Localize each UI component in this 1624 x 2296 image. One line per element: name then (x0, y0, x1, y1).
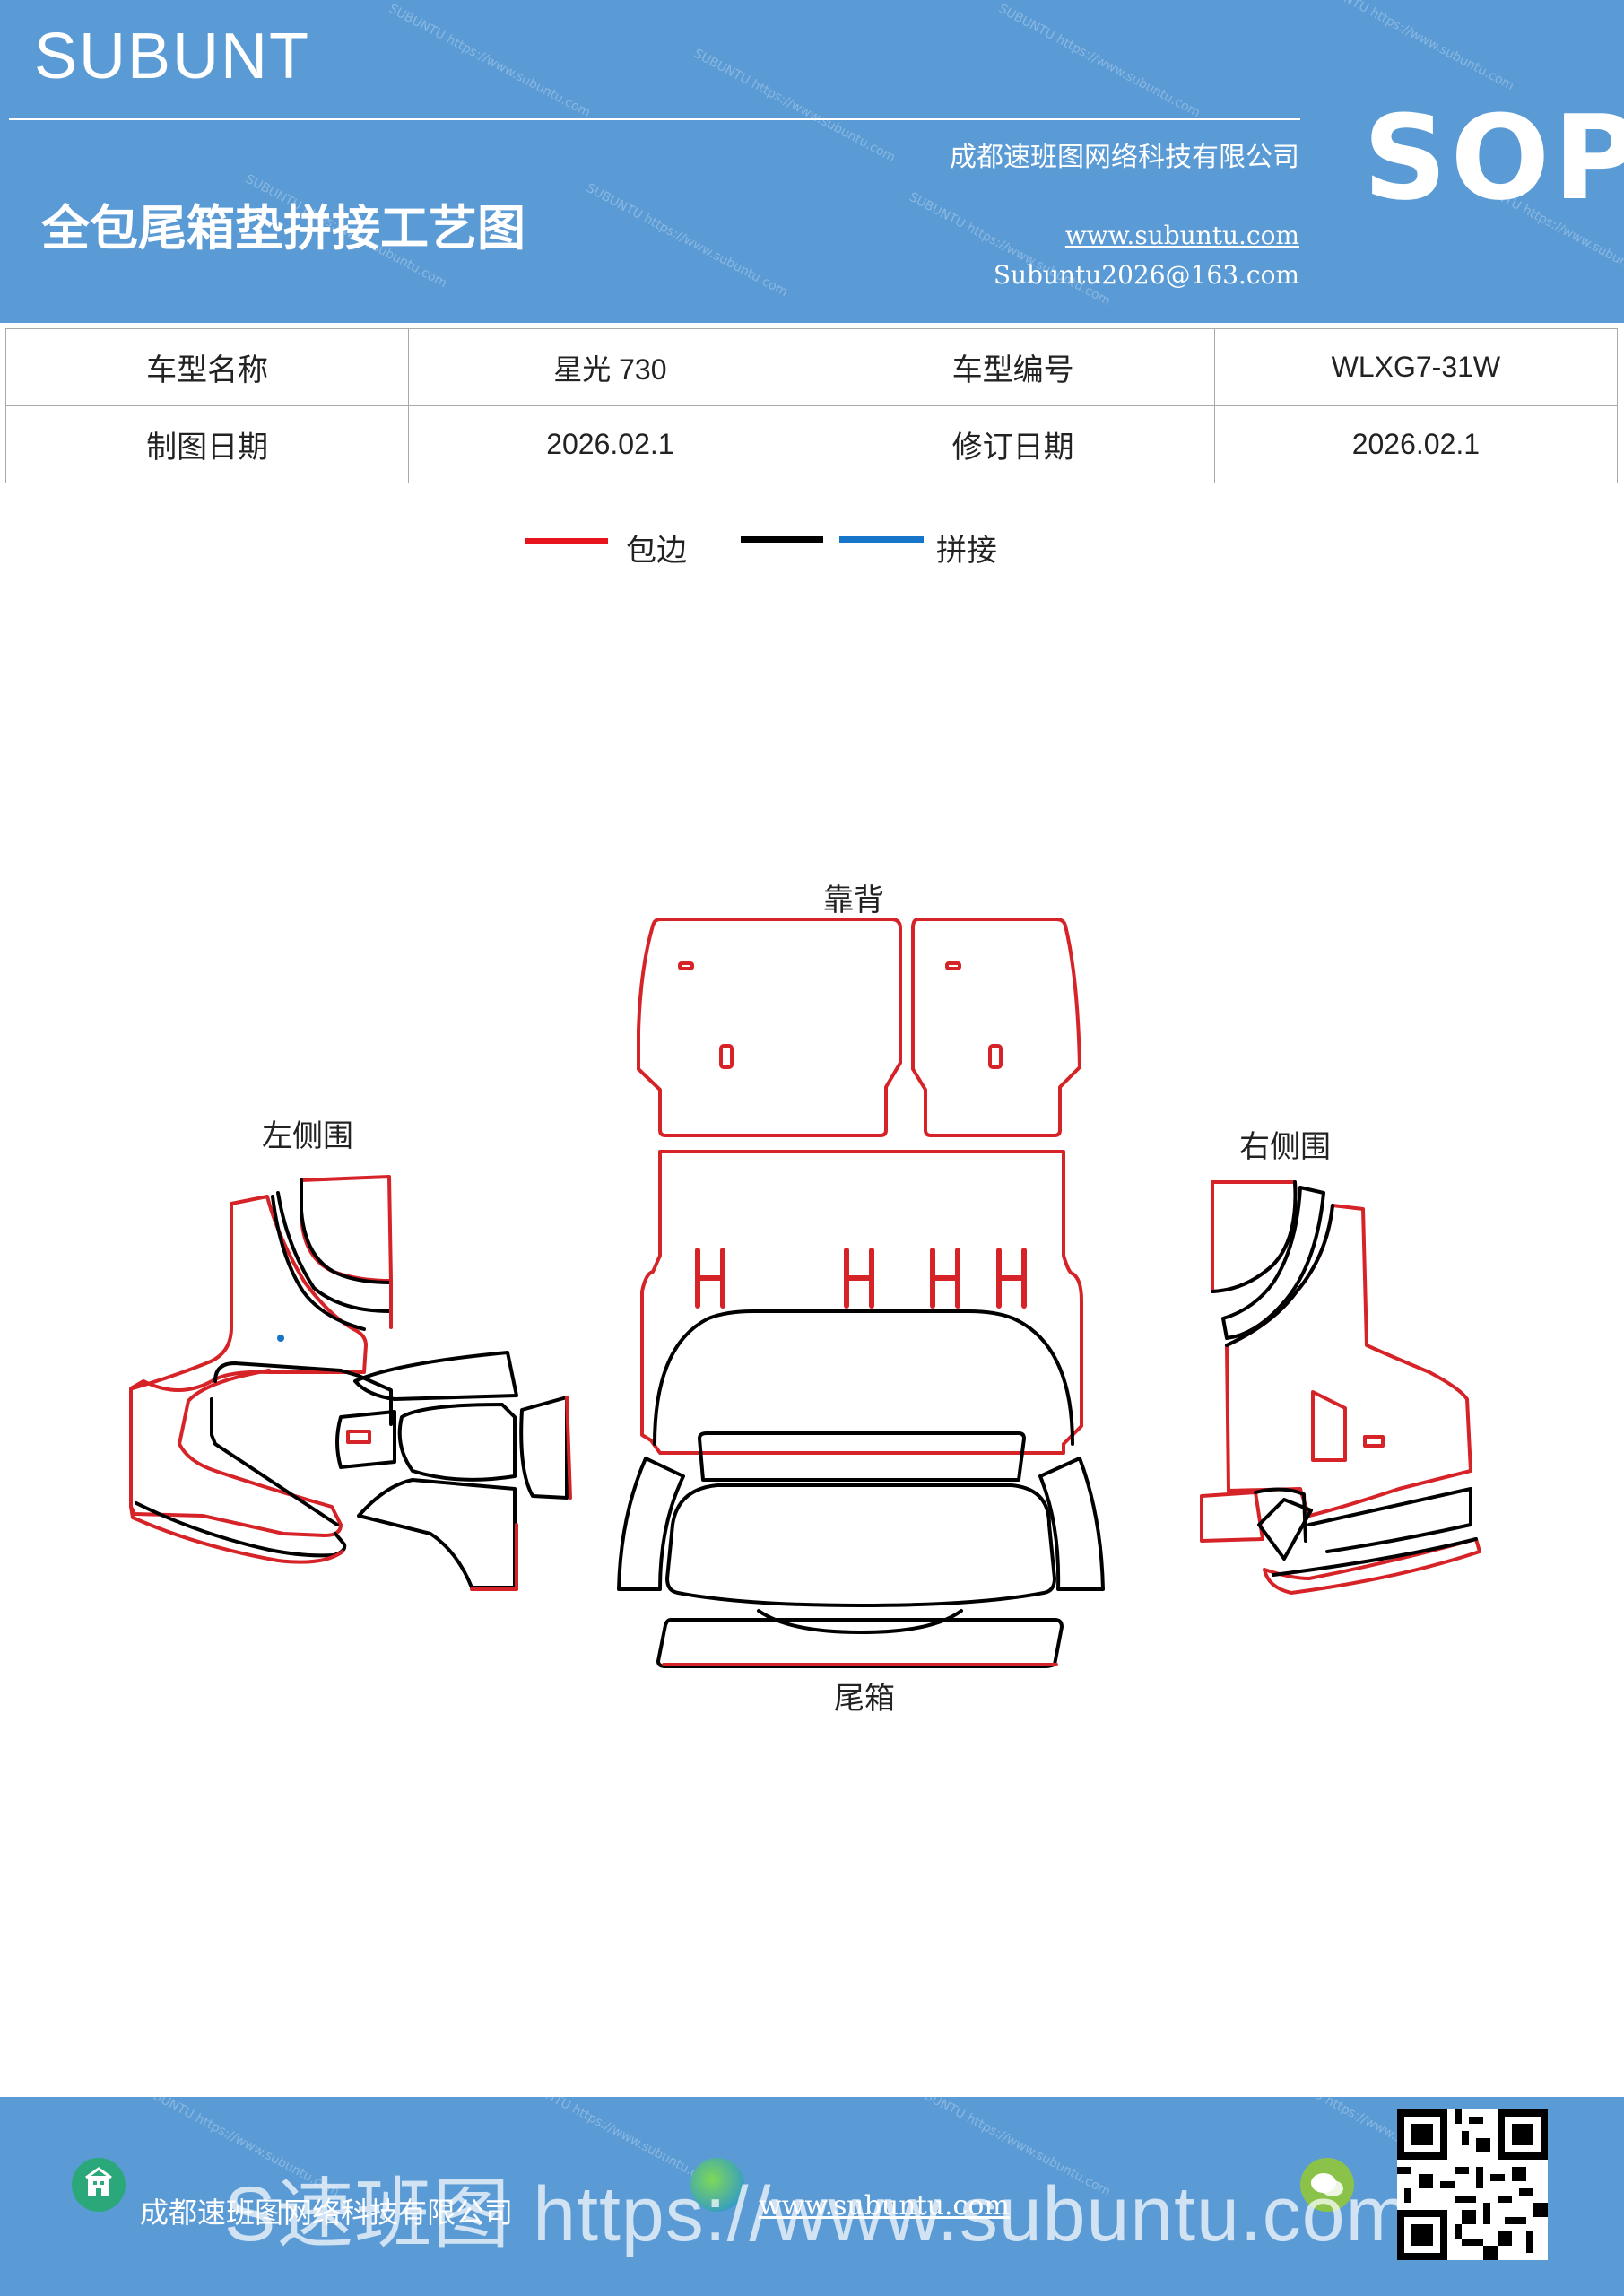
left-piece-lower (357, 1478, 517, 1589)
h-mark (695, 1248, 725, 1309)
right-side-panel (1200, 1180, 1481, 1595)
left-side-panel (129, 1175, 393, 1537)
legend-line-wrap (525, 538, 608, 544)
backrest-left-panel (637, 918, 902, 1137)
header-divider (9, 118, 1300, 120)
trunk-threshold-lip (757, 1609, 963, 1634)
sop-badge: SOP (1363, 90, 1624, 226)
table-cell-value: 星光 730 (408, 328, 812, 406)
globe-icon (690, 2158, 744, 2212)
table-cell-label: 制图日期 (4, 405, 410, 483)
label-right-side: 右侧围 (1239, 1129, 1331, 1165)
label-trunk: 尾箱 (834, 1681, 895, 1717)
left-piece-right-wrap (565, 1396, 572, 1500)
website-link[interactable]: www.subuntu.com (1064, 221, 1299, 250)
table-row: 制图日期 2026.02.1 修订日期 2026.02.1 (4, 405, 1619, 483)
trunk-floor-main (640, 1150, 1083, 1455)
table-cell-value: 2026.02.1 (408, 405, 812, 483)
left-base-wrap (129, 1505, 344, 1564)
brand-logo-text: SUBUNT (34, 21, 311, 92)
backrest-right-panel (911, 918, 1081, 1137)
legend-line-black (741, 536, 823, 543)
email-address: Subuntu2026@163.com (993, 260, 1299, 290)
h-mark (844, 1248, 874, 1309)
table-cell-value: WLXG7-31W (1213, 328, 1619, 406)
table-cell-value: 2026.02.1 (1213, 405, 1619, 483)
building-icon (72, 2158, 126, 2212)
table-cell-label: 车型编号 (811, 328, 1215, 406)
label-backrest: 靠背 (823, 883, 884, 918)
footer-watermark-text: S速班图 https://www.subuntu.com (224, 2171, 1411, 2257)
left-piece-small (335, 1410, 396, 1469)
trunk-lower-panel (665, 1483, 1056, 1607)
header-banner: SUBUNTU https://www.subuntu.com SUBUNTU … (0, 0, 1624, 323)
table-row: 车型名称 星光 730 车型编号 WLXG7-31W (4, 328, 1619, 406)
h-mark (930, 1248, 960, 1309)
splice-dot (277, 1335, 284, 1342)
legend-label-splice: 拼接 (936, 533, 997, 569)
footer-banner: SUBUNTU https://www.subuntu.com SUBUNTU … (0, 2097, 1624, 2296)
left-piece-hole (346, 1430, 371, 1444)
label-left-side: 左侧围 (262, 1118, 353, 1154)
company-name: 成都速班图网络科技有限公司 (950, 142, 1299, 173)
left-piece-upper (353, 1351, 518, 1401)
wechat-icon (1300, 2158, 1354, 2212)
trunk-threshold-strip (656, 1618, 1064, 1668)
left-piece-lower-wrap (470, 1523, 518, 1591)
legend-label-wrap: 包边 (626, 533, 687, 569)
legend-line-splice (839, 536, 924, 543)
left-piece-center (397, 1403, 517, 1482)
footer-company-name: 成都速班图网络科技有限公司 (140, 2196, 514, 2230)
document-title: 全包尾箱垫拼接工艺图 (41, 200, 525, 257)
footer-website-link[interactable]: www.subuntu.com (759, 2190, 1010, 2222)
table-cell-label: 修订日期 (811, 405, 1215, 483)
trunk-right-wing (1038, 1457, 1105, 1591)
table-cell-label: 车型名称 (4, 328, 410, 406)
left-piece-right (519, 1396, 569, 1500)
qr-code-icon (1397, 2109, 1548, 2260)
trunk-middle-band (698, 1431, 1026, 1482)
info-table: 车型名称 星光 730 车型编号 WLXG7-31W 制图日期 2026.02.… (4, 328, 1619, 483)
trunk-left-wing (617, 1457, 685, 1591)
h-mark (996, 1248, 1027, 1309)
